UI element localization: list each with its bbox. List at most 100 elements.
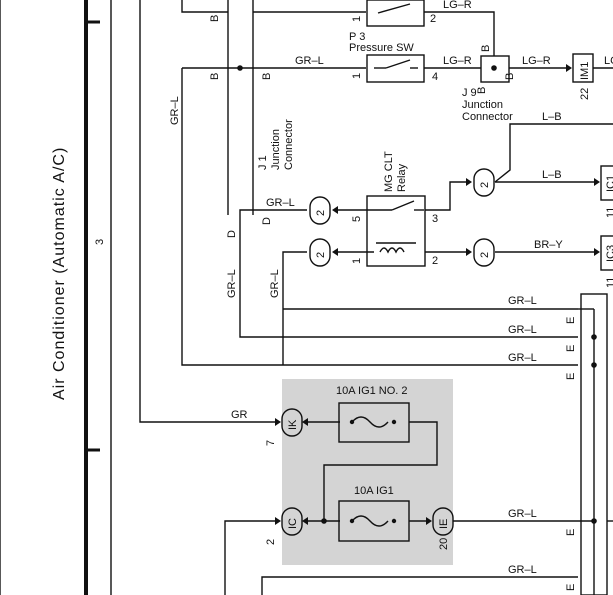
- im1-pin: 22: [579, 88, 591, 100]
- p3-top-pin1: 1: [351, 16, 363, 22]
- bubble-relay3: [473, 168, 495, 197]
- relay-pin1: 1: [351, 258, 363, 264]
- relay-name-line2: Relay: [396, 163, 408, 192]
- fuse-ig1-pin-a: [349, 518, 355, 524]
- p3-name: Pressure SW: [349, 42, 414, 54]
- ik-label: IK: [287, 419, 299, 430]
- wire-label-lg-r-right: LG–R: [522, 55, 551, 67]
- wire-label-gr: GR: [231, 409, 248, 421]
- wire-label-gr-l-ie: GR–L: [508, 508, 537, 520]
- fuse-ig1-no2-pin-a: [349, 419, 355, 425]
- fuse-ig1-element: [351, 515, 389, 527]
- wire-label-gr-l-relay5: GR–L: [266, 197, 295, 209]
- ic-label: IC: [287, 518, 299, 529]
- pressure-sw-top-contact: [377, 3, 411, 14]
- wire-relay3-out: [425, 181, 466, 211]
- j9-pin-right: B: [504, 73, 516, 80]
- wire-l-b-upper: [494, 123, 613, 183]
- wire-label-br-y: BR–Y: [534, 239, 563, 251]
- ie-pin: 20: [438, 538, 450, 550]
- j1-name-line2: Connector: [283, 119, 295, 170]
- relay-pin2: 2: [432, 255, 438, 267]
- wire-gr-l-relay1: [282, 251, 307, 365]
- wire-label-l-b-lower: L–B: [542, 169, 562, 181]
- bubble-relay1: [309, 238, 331, 267]
- ic-pin: 2: [265, 539, 277, 545]
- terminal-e-1: E: [565, 317, 577, 324]
- fuse-panel: [282, 379, 453, 565]
- arrow-relay2: [466, 248, 472, 256]
- j1-pin-b2: B: [209, 73, 221, 80]
- relay-name-line1: MG CLT: [383, 151, 395, 192]
- wire-label-lg-r-mid: LG–R: [443, 55, 472, 67]
- bubble-relay2-pin: 2: [479, 252, 491, 258]
- relay-body: [366, 195, 426, 267]
- wire-gr-l-bottom: [261, 576, 578, 595]
- relay-contact: [391, 200, 415, 211]
- e-terminal-block: [580, 293, 608, 595]
- wire-label-gr-l-e3: GR–L: [508, 352, 537, 364]
- j9-dot: [491, 65, 497, 71]
- ik-pin: 7: [265, 440, 277, 446]
- terminal-e-4: E: [565, 529, 577, 536]
- ic1-connector: [600, 165, 613, 201]
- bubble-relay3-pin: 2: [479, 182, 491, 188]
- wire-label-l-b-upper: L–B: [542, 111, 562, 123]
- relay-pin5: 5: [351, 216, 363, 222]
- terminal-e-3: E: [565, 373, 577, 380]
- terminal-e-2: E: [565, 345, 577, 352]
- j1-pin-d2: D: [261, 217, 273, 225]
- ic1-pin: 11: [605, 207, 613, 218]
- e-dot-3: [591, 362, 597, 368]
- p3-pin1: 1: [351, 73, 363, 79]
- ic3-connector: [600, 235, 613, 271]
- ic3-label: IC3: [605, 245, 613, 262]
- j1-pin-b1: B: [209, 15, 221, 22]
- wire-lg-r-top: [424, 11, 495, 56]
- section-number: 3: [94, 239, 106, 245]
- j1-name-line1: Junction: [270, 129, 282, 170]
- ic1-label: IC1: [605, 175, 613, 192]
- bubble-relay5-left-pin: 2: [315, 210, 327, 216]
- e-dot-2: [591, 334, 597, 340]
- arrow-relay1: [332, 248, 338, 256]
- arrow-ic-inner: [302, 517, 308, 525]
- wire-label-gr-l-e1: GR–L: [508, 295, 537, 307]
- arrow-ie: [426, 517, 432, 525]
- j1-code: J 1: [257, 155, 269, 170]
- j1-pin-b3: B: [261, 73, 273, 80]
- fuse-ig1-pin-b: [391, 518, 397, 524]
- wire-gr-l-e2: [239, 215, 578, 338]
- wire-fuse-link: [323, 421, 438, 521]
- wire-label-lg-r-top: LG–R: [443, 0, 472, 11]
- relay-pin3: 3: [432, 213, 438, 225]
- terminal-e-5: E: [565, 584, 577, 591]
- wire-ic-in: [224, 520, 275, 595]
- j1-pin-d1: D: [226, 230, 238, 238]
- wire-label-gr-l-relay1: GR–L: [269, 269, 281, 298]
- arrow-ik-inner: [302, 418, 308, 426]
- relay-coil: [379, 247, 405, 254]
- p3-code: P 3: [349, 31, 365, 43]
- ik-bubble: [281, 408, 303, 437]
- fuse-ig1-no2-label: 10A IG1 NO. 2: [336, 385, 408, 397]
- wire-gr-l-relay5: [239, 209, 307, 215]
- wire-gr: [139, 0, 275, 423]
- junction-dot-fuse: [321, 518, 327, 524]
- im1-label: IM1: [579, 62, 591, 80]
- arrow-im1: [566, 64, 572, 72]
- wire-label-gr-l-vertical: GR–L: [169, 96, 181, 125]
- fuse-ig1-no2-pin-b: [391, 419, 397, 425]
- ic-bubble: [281, 507, 303, 536]
- j9-name-line2: Connector: [462, 111, 513, 123]
- p3-top-pin2: 2: [430, 13, 436, 25]
- junction-dot-j1: [237, 65, 243, 71]
- wire-label-lg-r-edge: LG–R: [604, 55, 613, 67]
- j9-name-line1: Junction: [462, 99, 503, 111]
- arrow-ic: [275, 517, 281, 525]
- arrow-relay3: [466, 178, 472, 186]
- arrow-ic1: [594, 178, 600, 186]
- fuse-ig1-no2-element: [351, 416, 389, 428]
- wire-label-gr-l-bottom: GR–L: [508, 564, 537, 576]
